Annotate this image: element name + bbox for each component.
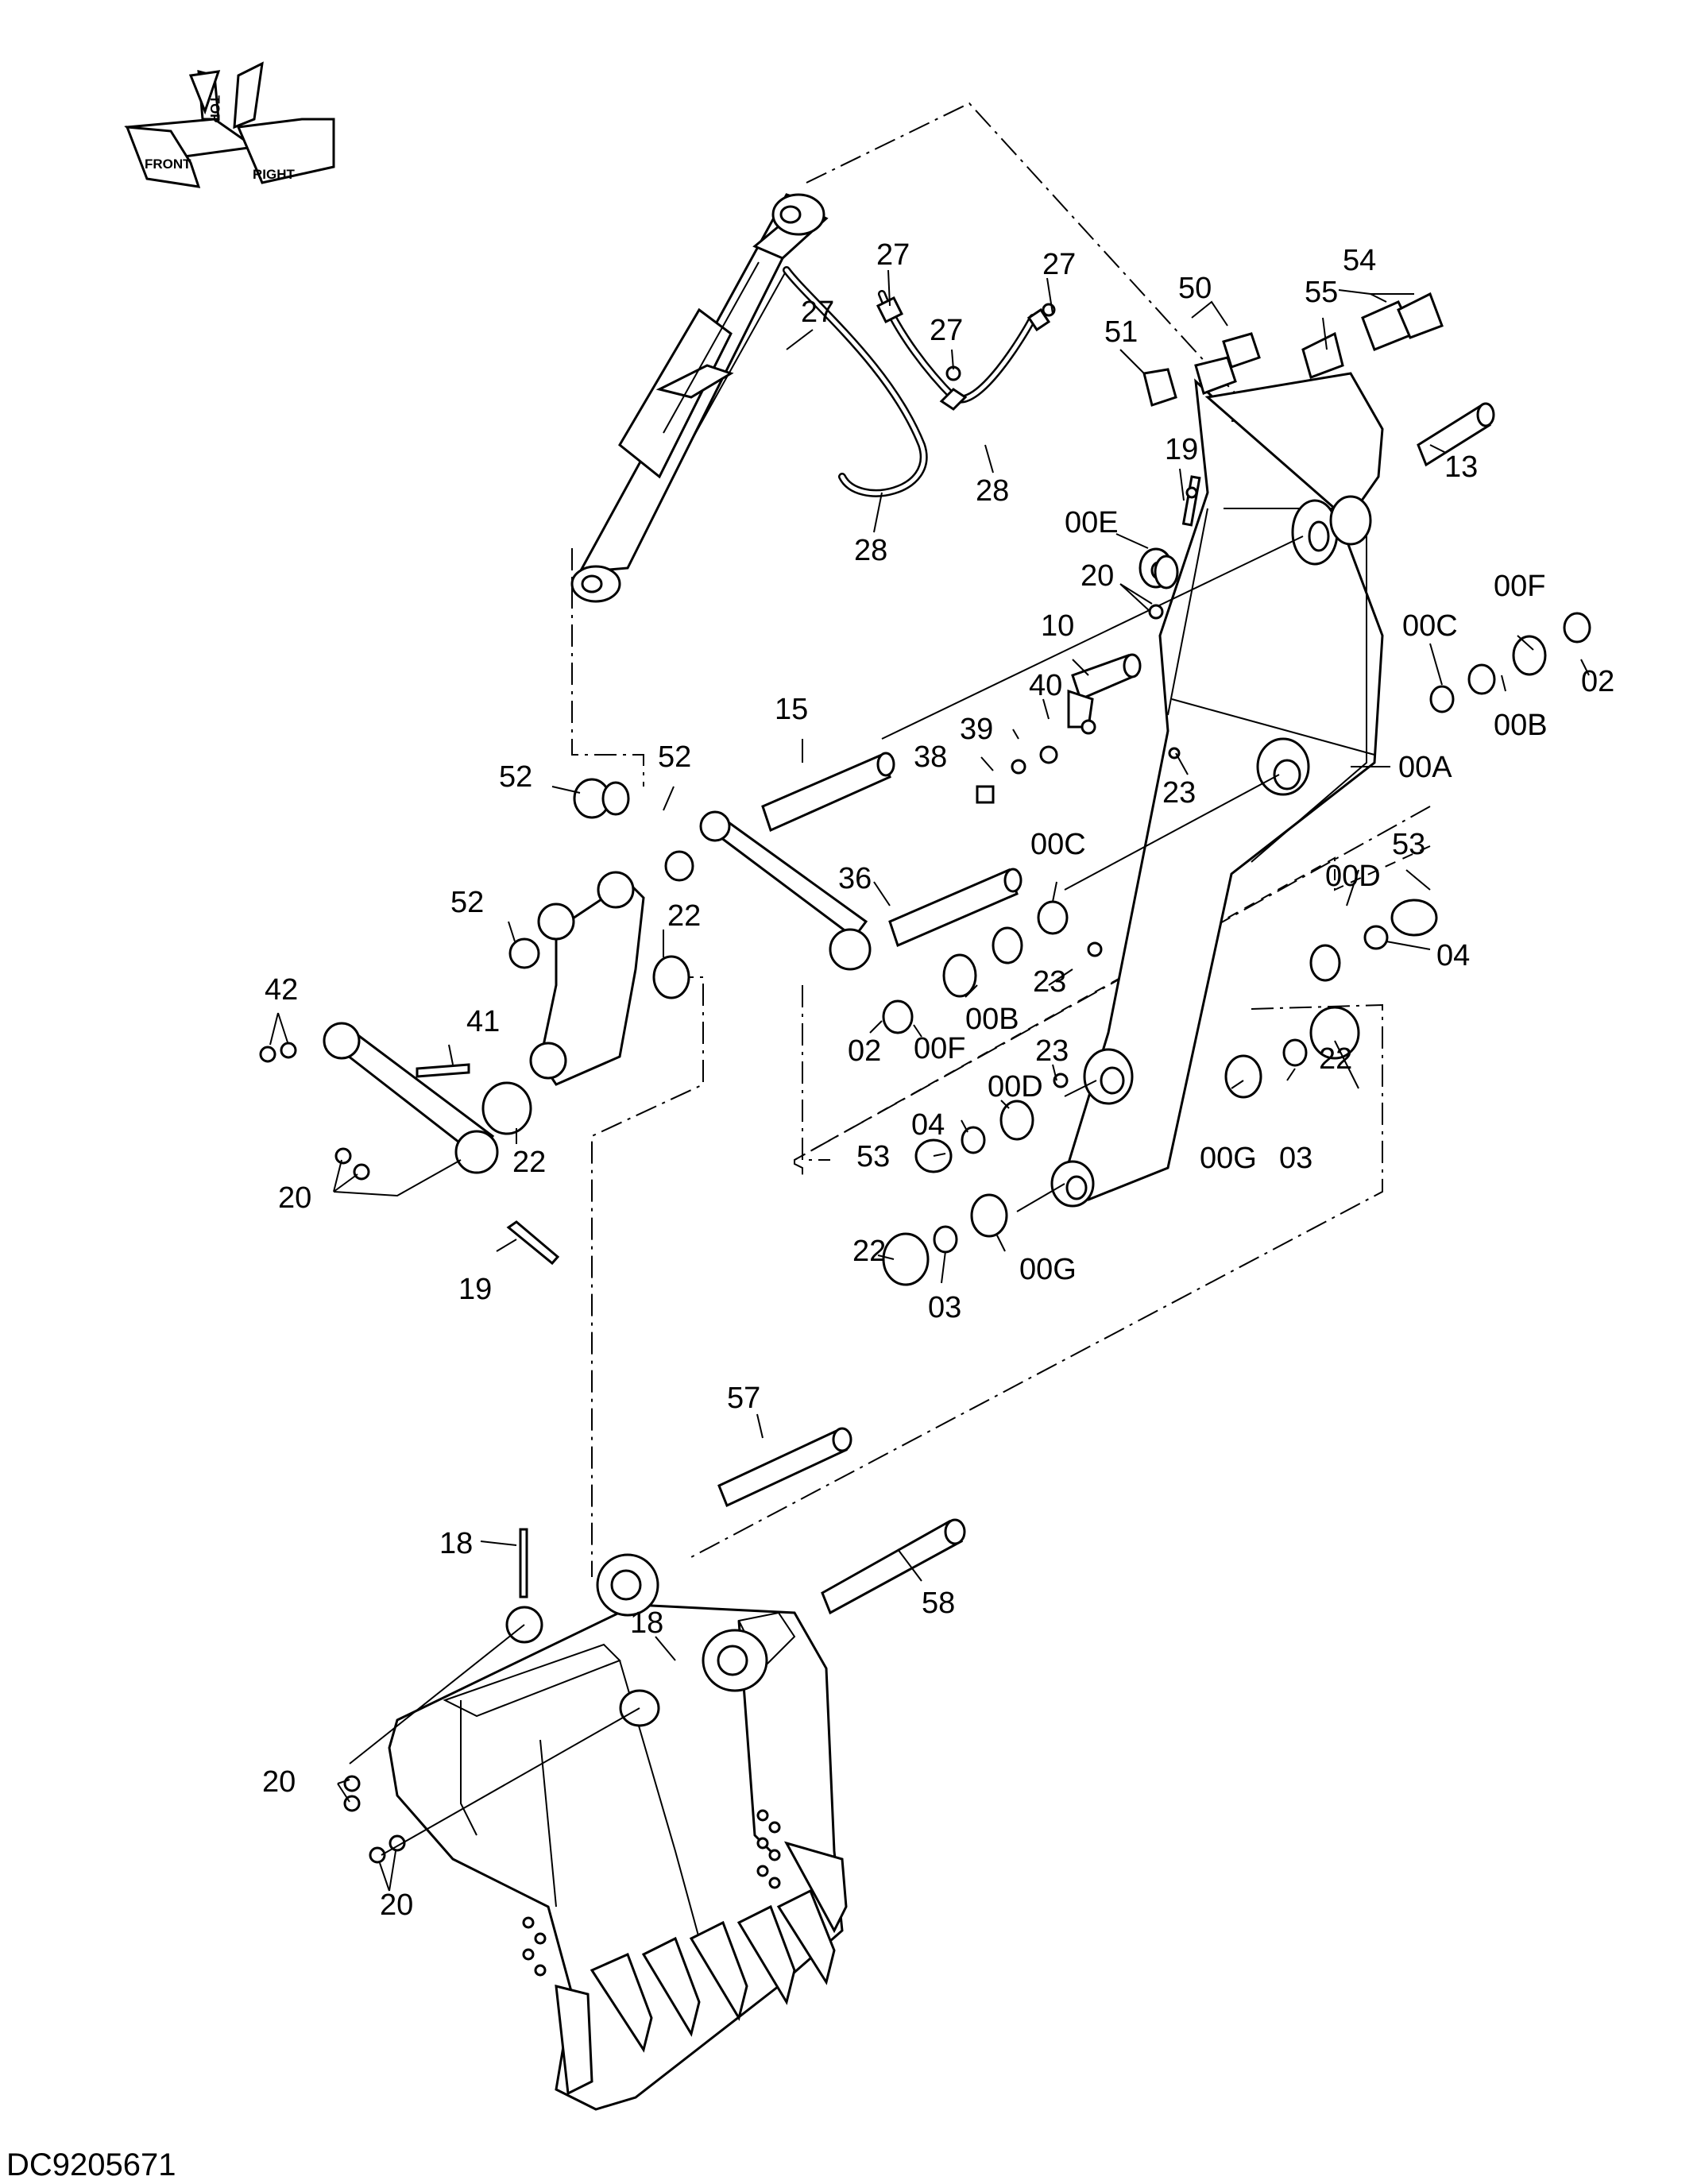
callout-label: 40 — [1029, 669, 1062, 702]
callout-label: 52 — [658, 740, 691, 774]
callout-label: 02 — [848, 1034, 881, 1068]
callout-label: 58 — [922, 1587, 955, 1620]
callout-label: 22 — [852, 1235, 886, 1268]
callout-label: 00G — [1200, 1142, 1257, 1175]
top-label: TOP — [207, 95, 222, 123]
callout-label: 28 — [854, 534, 887, 567]
callout-label: 42 — [265, 973, 298, 1007]
callout-label: 15 — [775, 693, 808, 726]
bucket-teeth — [590, 1888, 836, 2053]
callout-label: 23 — [1033, 965, 1066, 999]
bucket-links — [323, 810, 872, 1174]
callout-label: 00A — [1398, 751, 1452, 784]
callout-label: 00B — [965, 1003, 1019, 1036]
callout-label: 54 — [1343, 244, 1376, 277]
callout-label: 41 — [466, 1005, 500, 1038]
callout-label: 52 — [499, 760, 532, 794]
callout-label: 20 — [1081, 559, 1114, 593]
arm-cylinder-assembly — [570, 193, 829, 603]
callout-label: 20 — [380, 1888, 413, 1922]
callout-label: 28 — [976, 474, 1009, 508]
callout-label: 51 — [1104, 315, 1138, 349]
callout-label: 55 — [1305, 276, 1338, 309]
callout-label: 00B — [1494, 709, 1548, 742]
callout-label: 53 — [1392, 828, 1425, 861]
callout-label: 22 — [1319, 1042, 1352, 1076]
callout-label: 00C — [1402, 609, 1458, 643]
callout-label: 20 — [262, 1765, 296, 1799]
callout-label: 57 — [727, 1382, 760, 1415]
callout-label: 39 — [960, 713, 993, 746]
callout-label: 38 — [914, 740, 947, 774]
callout-label: 18 — [630, 1606, 663, 1640]
callout-leaders — [269, 269, 1590, 1892]
fasteners — [259, 486, 1198, 1864]
callout-label: 52 — [450, 886, 484, 919]
callout-label: 23 — [1162, 776, 1196, 810]
front-label: FRONT — [145, 157, 191, 172]
callout-label: 00F — [1494, 570, 1545, 603]
callout-label: 22 — [512, 1146, 546, 1179]
orientation-indicator: FRONT TOP RIGHT — [124, 61, 335, 188]
drawing-id: DC9205671 — [6, 2147, 176, 2182]
rings-and-bushings — [481, 292, 1591, 1286]
callout-label: 27 — [930, 314, 963, 347]
callout-label: 13 — [1444, 450, 1478, 484]
callout-label: 03 — [1279, 1142, 1312, 1175]
callout-label: 02 — [1581, 665, 1614, 698]
callout-label: 00E — [1065, 506, 1119, 539]
arm-structure — [881, 372, 1384, 1212]
pins — [717, 402, 1495, 1615]
callout-labels: 27 27 27 27 28 28 50 54 55 51 13 19 00E … — [262, 238, 1614, 1922]
callout-label: 23 — [1035, 1034, 1069, 1068]
hydraulic-hoses — [783, 266, 1056, 497]
callout-label: 27 — [876, 238, 910, 272]
callout-label: 27 — [1042, 248, 1076, 281]
callout-label: 19 — [458, 1273, 492, 1306]
callout-label: 00D — [1325, 860, 1381, 893]
callout-label: 19 — [1165, 433, 1198, 466]
callout-label: 22 — [667, 899, 701, 933]
bucket — [349, 1553, 848, 2111]
callout-label: 18 — [439, 1527, 473, 1560]
callout-label: 00D — [988, 1070, 1043, 1104]
callout-label: 50 — [1178, 272, 1212, 305]
callout-label: 00F — [914, 1032, 965, 1065]
callout-label: 04 — [911, 1108, 945, 1142]
callout-label: 27 — [801, 296, 834, 329]
callout-label: 36 — [838, 862, 872, 895]
callout-label: 03 — [928, 1291, 961, 1324]
callout-label: 10 — [1041, 609, 1074, 643]
right-label: RIGHT — [253, 167, 296, 182]
callout-label: 53 — [856, 1140, 890, 1173]
callout-label: 20 — [278, 1181, 311, 1215]
callout-label: 00G — [1019, 1253, 1077, 1286]
callout-label: 00C — [1030, 828, 1086, 861]
callout-label: 04 — [1436, 939, 1470, 972]
